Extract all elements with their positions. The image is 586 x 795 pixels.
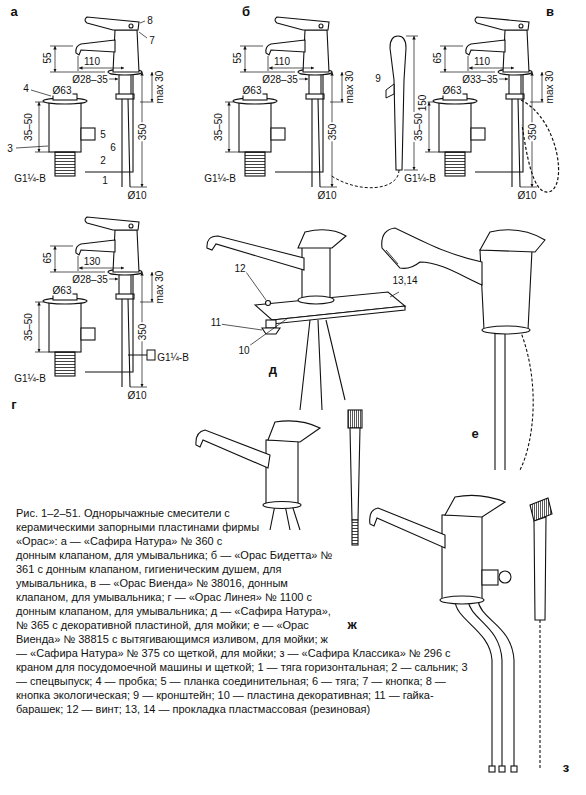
panel-letter: б	[241, 5, 251, 19]
callout-label: 55	[232, 51, 243, 64]
callout-label: 35–50	[413, 112, 424, 142]
callout-label: max 30	[544, 70, 555, 105]
callout-label: Ø10	[127, 390, 148, 401]
callout-label: 350	[527, 123, 538, 142]
callout-label: 65	[42, 251, 53, 264]
panel-letter: е	[470, 427, 479, 441]
callout-label: Ø63	[242, 85, 263, 96]
callout-label: 150	[417, 94, 428, 113]
callout-label: 5	[99, 129, 107, 140]
callout-label: 11	[210, 317, 222, 328]
callout-label: max 30	[344, 70, 355, 105]
callout-label: Ø10	[517, 190, 538, 201]
callout-label: G1¼-B	[13, 373, 47, 384]
panel-letter: а	[9, 5, 18, 19]
callout-label: G1¼-B	[203, 173, 237, 184]
callout-label: 13,14	[391, 275, 418, 286]
callout-label: 110	[473, 56, 491, 67]
callout-label: 9	[374, 73, 382, 84]
callout-label: 35–50	[23, 312, 34, 342]
callout-label: 8	[146, 15, 154, 26]
callout-label: 6	[109, 142, 117, 153]
callout-label: 4	[22, 83, 30, 94]
panel-letter: ж	[346, 618, 357, 632]
callout-label: 350	[137, 323, 148, 342]
callout-label: Ø10	[127, 190, 148, 201]
callout-label: Ø33–35	[461, 74, 499, 85]
panel-letter: д	[268, 363, 278, 377]
callout-label: 1	[101, 175, 109, 186]
caption-box: Рис. 1–2–51. Однорычажные смесители с ке…	[16, 506, 478, 716]
callout-label: Ø63	[52, 285, 73, 296]
callout-label: G1¼-B	[156, 352, 190, 363]
callout-label: 10	[237, 345, 250, 356]
callout-label: Ø28–35	[71, 274, 109, 285]
callout-label: G1¼-B	[13, 173, 47, 184]
figure-caption: Рис. 1–2–51. Однорычажные смесители с ке…	[16, 507, 468, 715]
callout-label: 110	[83, 56, 101, 67]
callout-label: 65	[432, 51, 443, 64]
callout-label: Ø63	[442, 85, 463, 96]
wrap-spacer	[338, 536, 478, 641]
callout-label: max 30	[154, 70, 165, 105]
callout-label: 3	[6, 143, 14, 154]
callout-label: 35–50	[23, 112, 34, 142]
callout-label: 35–50	[213, 112, 224, 142]
callout-label: 2	[99, 155, 107, 166]
callout-label: 7	[148, 35, 156, 46]
panel-letter: г	[10, 398, 17, 412]
callout-label: max 30	[154, 270, 165, 305]
panel-letter: в	[545, 5, 555, 19]
callout-label: 350	[327, 123, 338, 142]
callout-label: 12	[233, 263, 246, 274]
panel-letter: з	[562, 761, 570, 775]
callout-label: Ø10	[317, 190, 338, 201]
callout-label: 110	[273, 56, 291, 67]
callout-label: 130	[83, 256, 102, 267]
callout-label: 55	[42, 51, 53, 64]
callout-label: Ø63	[52, 85, 73, 96]
callout-label: G1¼-B	[403, 173, 437, 184]
callout-label: Ø28–35	[71, 74, 109, 85]
callout-label: Ø28–35	[261, 74, 299, 85]
wrap-spacer	[263, 506, 478, 536]
callout-label: 350	[137, 123, 148, 142]
